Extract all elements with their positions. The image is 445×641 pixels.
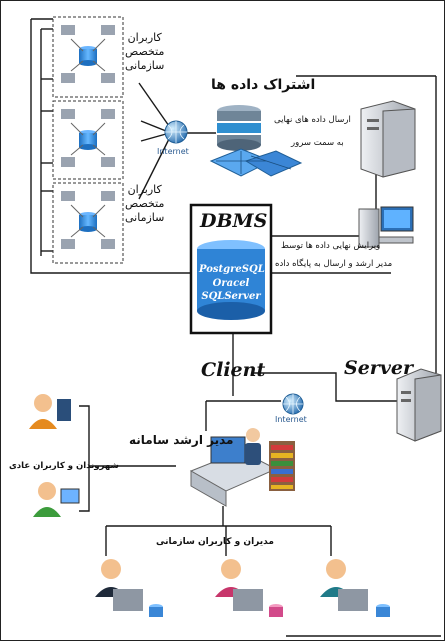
citizen-user-icon-2 [33, 482, 80, 517]
internet-globe-icon [164, 120, 188, 144]
org-user-icon-1 [95, 559, 163, 617]
client-label: Client [201, 359, 266, 381]
workstation-icon [358, 206, 414, 248]
internet-label-bottom: Internet [275, 415, 307, 424]
group-3-label: کاربران متخصص سازمانی [125, 183, 165, 224]
final-edit-label-1: ویرایش نهایی داده ها توسط [281, 241, 381, 251]
bottom-server-icon [396, 368, 442, 442]
dbms-item: SQLServer [201, 291, 261, 302]
send-final-data-label: ارسال داده های نهایی [274, 115, 351, 125]
system-admin-label: مدیر ارشد سامانه [129, 433, 234, 447]
server-label: Server [344, 357, 413, 379]
org-user-icon-2 [215, 559, 283, 617]
user-group-2 [52, 100, 124, 180]
dbms-title: DBMS [200, 210, 268, 232]
final-edit-label-2: مدیر ارشد و ارسال به پایگاه داده [275, 259, 393, 269]
dbms-item: PostgreSQL [199, 264, 265, 275]
org-managers-label: مدیران و کاربران سازمانی [156, 537, 274, 547]
internet-label-top: Internet [157, 147, 189, 156]
group-1-label: کاربران متخصص سازمانی [125, 31, 165, 72]
user-group-3 [52, 182, 124, 264]
dbms-box [189, 203, 273, 335]
main-server-icon [360, 100, 416, 178]
citizen-user-icon-1 [29, 394, 71, 429]
admin-workstation-icon [189, 428, 278, 507]
to-server-label: به سمت سرور [291, 138, 344, 148]
data-sharing-label: اشتراک داده ها [211, 77, 316, 93]
bookshelf-icon [269, 441, 295, 491]
citizens-label: شهروندان و کاربران عادی [9, 461, 119, 471]
data-sharing-database-icon [209, 105, 303, 177]
group-workstations [61, 25, 115, 249]
org-user-icon-3 [320, 559, 390, 617]
user-group-1 [52, 16, 124, 98]
connector-lines [30, 18, 441, 637]
dbms-list: PostgreSQL Oracel SQLServer [199, 263, 265, 304]
internet-globe-bottom-icon [282, 393, 304, 415]
dbms-item: Oracel [212, 277, 250, 289]
